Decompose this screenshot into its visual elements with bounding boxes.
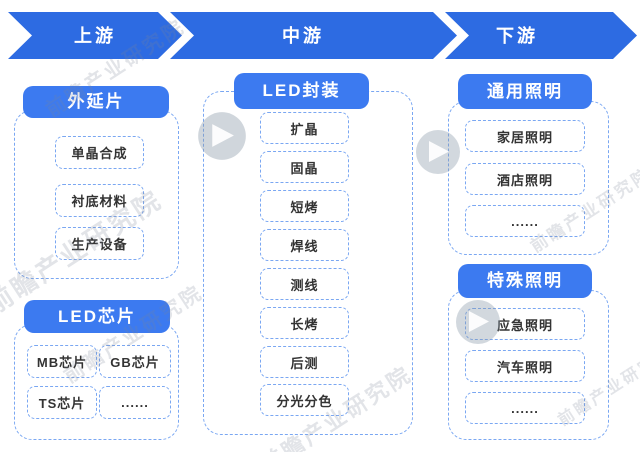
banner-segment-midstream [170,12,457,59]
chain-item-post-test: 后测 [260,346,349,378]
banner-label-midstream: 中游 [282,25,324,46]
group-header-led-chip: LED芯片 [24,300,170,333]
banner-label-downstream: 下游 [496,25,538,46]
chain-item-substrate-material: 衬底材料 [55,184,144,217]
group-header-epitaxial-wafer: 外延片 [23,86,169,118]
banner-label-upstream: 上游 [74,25,116,46]
chain-item-emergency-lighting: 应急照明 [465,308,585,340]
chain-item-wire-bond: 焊线 [260,229,349,261]
chain-item-production-equipment: 生产设备 [55,227,144,260]
chain-item-wire-test: 测线 [260,268,349,300]
chain-item-short-bake: 短烤 [260,190,349,222]
banner-segment-downstream [445,12,637,59]
chain-item-ts-chip: TS芯片 [27,386,97,419]
chain-item-mb-chip: MB芯片 [27,345,97,378]
group-header-general-lighting: 通用照明 [458,74,592,109]
chain-item-long-bake: 长烤 [260,307,349,339]
chain-item-automotive-lighting: 汽车照明 [465,350,585,382]
chain-item-hotel-lighting: 酒店照明 [465,163,585,195]
chain-item-chip-ellipsis: ...... [99,386,171,419]
chain-item-die-bond: 固晶 [260,151,349,183]
chain-item-sorting-binning: 分光分色 [260,384,349,416]
chain-item-crystal-synthesis: 单晶合成 [55,136,144,169]
chain-item-special-ellipsis: ...... [465,392,585,424]
group-header-led-packaging: LED封装 [234,73,369,109]
chain-item-general-ellipsis: ...... [465,205,585,237]
chain-item-gb-chip: GB芯片 [99,345,171,378]
banner-segment-upstream [8,12,182,59]
chain-item-home-lighting: 家居照明 [465,120,585,152]
process-arrow-banner: 上游 中游 下游 [8,12,637,59]
chain-item-expand-crystal: 扩晶 [260,112,349,144]
group-header-special-lighting: 特殊照明 [458,264,592,298]
group-container-led-chip [14,324,179,440]
